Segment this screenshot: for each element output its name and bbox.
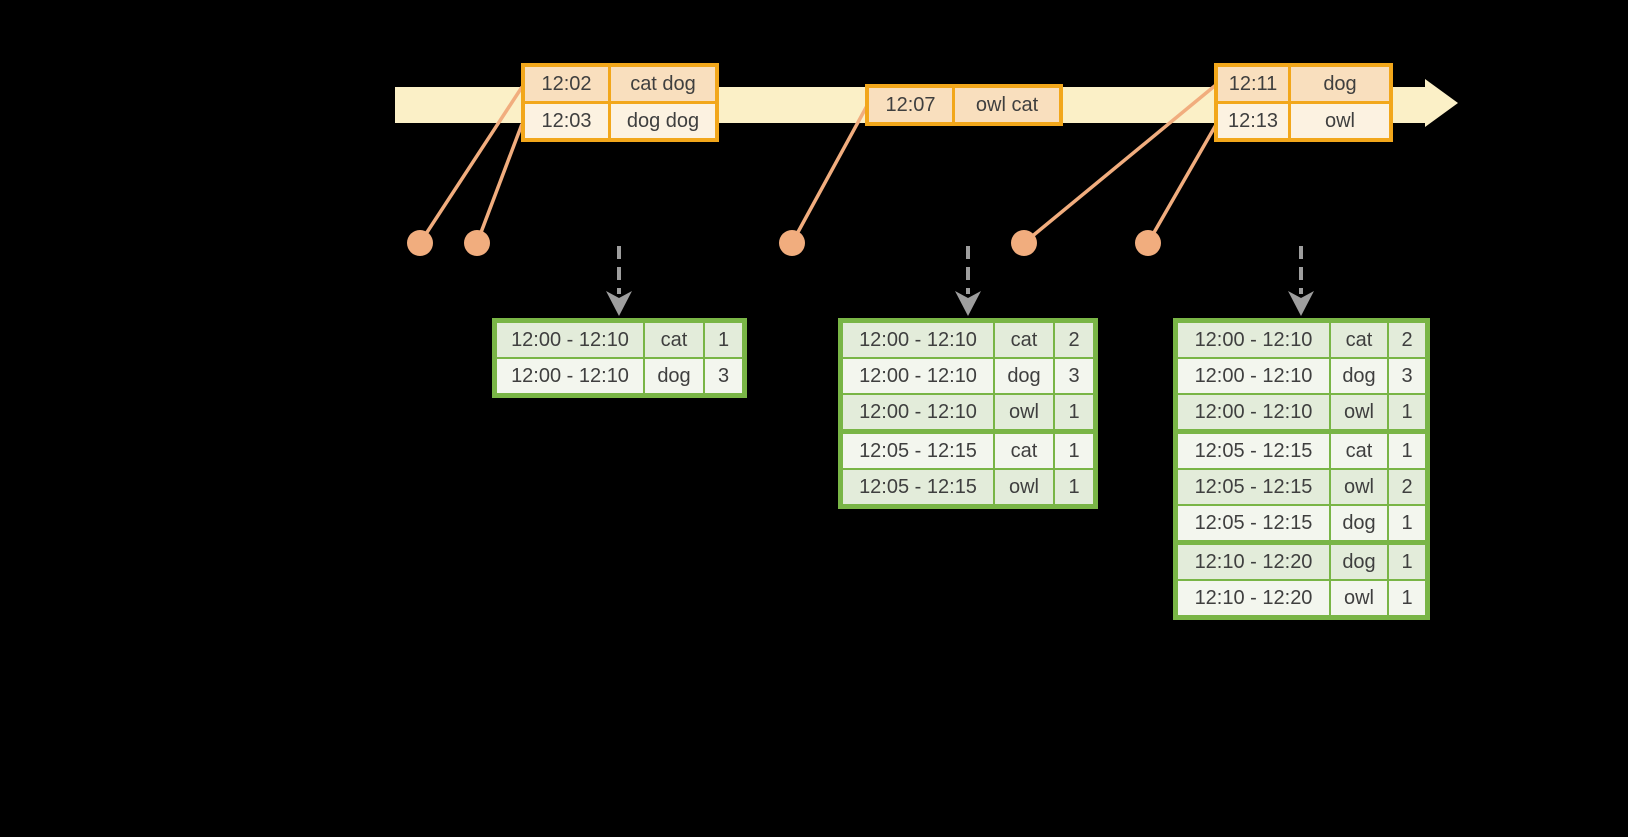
event-words-cell: dog (1291, 67, 1389, 101)
result-word-cell: dog (995, 359, 1053, 393)
result-word-cell: cat (1331, 323, 1387, 357)
event-time-cell: 12:13 (1218, 104, 1288, 138)
result-count-cell: 2 (1055, 323, 1093, 357)
result-window-cell: 12:10 - 12:20 (1178, 545, 1329, 579)
result-count-cell: 2 (1389, 323, 1425, 357)
result-count-cell: 1 (705, 323, 742, 357)
event-connector-line (790, 103, 870, 244)
result-word-cell: dog (1331, 359, 1387, 393)
result-count-cell: 1 (1389, 581, 1425, 615)
result-window-cell: 12:00 - 12:10 (1178, 323, 1329, 357)
event-words-cell: cat dog (611, 67, 715, 101)
result-word-cell: owl (1331, 395, 1387, 429)
result-window-cell: 12:05 - 12:15 (1178, 506, 1329, 540)
result-count-cell: 3 (1055, 359, 1093, 393)
result-count-cell: 1 (1389, 434, 1425, 468)
trigger-arrow-icon (1288, 246, 1314, 316)
event-connector-line (475, 123, 524, 244)
result-window-cell: 12:00 - 12:10 (497, 359, 643, 393)
event-words-cell: dog dog (611, 104, 715, 138)
result-word-cell: cat (645, 323, 703, 357)
result-window-cell: 12:05 - 12:15 (843, 434, 993, 468)
result-word-cell: dog (1331, 545, 1387, 579)
event-dot-icon (779, 230, 805, 256)
result-window-cell: 12:00 - 12:10 (843, 323, 993, 357)
result-word-cell: owl (1331, 470, 1387, 504)
event-words-cell: owl cat (955, 88, 1059, 122)
result-window-cell: 12:00 - 12:10 (497, 323, 643, 357)
result-word-cell: owl (995, 470, 1053, 504)
result-count-cell: 1 (1389, 545, 1425, 579)
trigger-arrow-icon (955, 246, 981, 316)
result-window-cell: 12:05 - 12:15 (1178, 434, 1329, 468)
result-count-cell: 2 (1389, 470, 1425, 504)
result-word-cell: cat (995, 323, 1053, 357)
result-window-cell: 12:00 - 12:10 (843, 395, 993, 429)
trigger-arrow-icon (606, 246, 632, 316)
result-window-cell: 12:10 - 12:20 (1178, 581, 1329, 615)
timeline-arrowhead-icon (1425, 79, 1458, 127)
event-words-cell: owl (1291, 104, 1389, 138)
event-time-cell: 12:02 (525, 67, 608, 101)
result-word-cell: dog (645, 359, 703, 393)
result-count-cell: 3 (1389, 359, 1425, 393)
result-count-cell: 1 (1389, 506, 1425, 540)
event-time-cell: 12:11 (1218, 67, 1288, 101)
result-count-cell: 1 (1055, 470, 1093, 504)
result-count-cell: 1 (1389, 395, 1425, 429)
event-dot-icon (407, 230, 433, 256)
result-window-cell: 12:00 - 12:10 (1178, 395, 1329, 429)
result-window-cell: 12:05 - 12:15 (843, 470, 993, 504)
result-word-cell: cat (1331, 434, 1387, 468)
event-dot-icon (1135, 230, 1161, 256)
result-word-cell: owl (995, 395, 1053, 429)
result-word-cell: dog (1331, 506, 1387, 540)
result-count-cell: 1 (1055, 395, 1093, 429)
result-window-cell: 12:05 - 12:15 (1178, 470, 1329, 504)
result-window-cell: 12:00 - 12:10 (843, 359, 993, 393)
event-time-cell: 12:07 (869, 88, 952, 122)
result-count-cell: 1 (1055, 434, 1093, 468)
result-window-cell: 12:00 - 12:10 (1178, 359, 1329, 393)
event-dot-icon (1011, 230, 1037, 256)
result-count-cell: 3 (705, 359, 742, 393)
event-dot-icon (464, 230, 490, 256)
result-word-cell: cat (995, 434, 1053, 468)
event-connector-line (1146, 122, 1219, 244)
result-word-cell: owl (1331, 581, 1387, 615)
event-time-cell: 12:03 (525, 104, 608, 138)
